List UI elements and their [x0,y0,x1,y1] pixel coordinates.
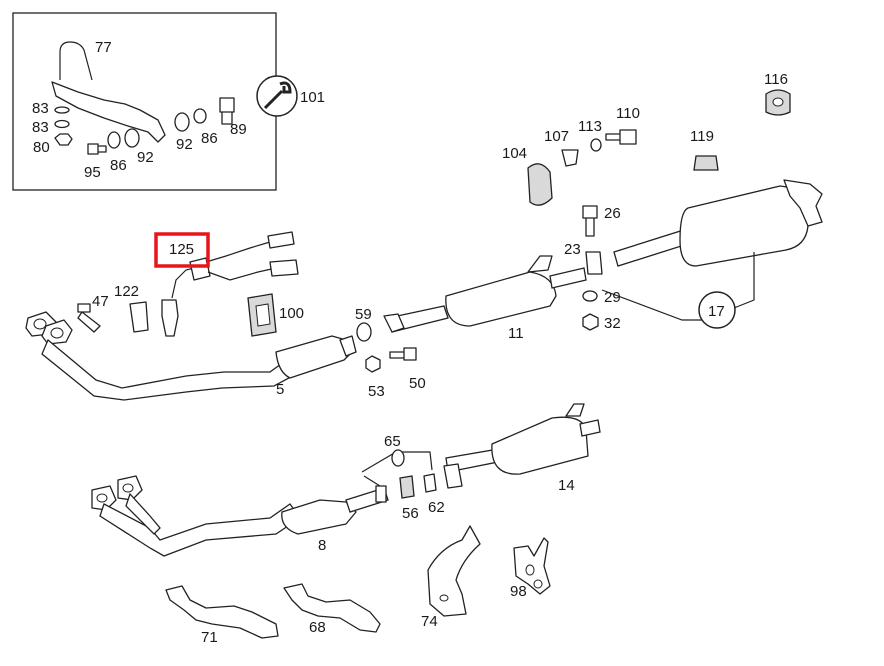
nut-part [582,313,599,331]
clip-part [561,149,579,167]
callout-label[interactable]: 101 [300,89,325,106]
callout-label[interactable]: 23 [564,241,581,258]
lower-exhaust-group [91,403,601,557]
bracket-74-part [427,525,481,617]
callout-label[interactable]: 56 [402,505,419,522]
callout-label-125[interactable]: 125 [169,241,194,258]
callout-label[interactable]: 80 [33,139,50,156]
catalytic-converter-part [281,499,357,535]
callout-label[interactable]: 62 [428,499,445,516]
bolt-part [605,129,637,145]
stud-bolt-part [77,303,101,333]
seal-ring-part [391,449,405,467]
heat-shield-clip-part [129,301,149,333]
callout-label[interactable]: 83 [32,100,49,117]
front-exhaust-pipe-part [41,338,301,401]
washer-part [54,106,70,114]
callout-label[interactable]: 32 [604,315,621,332]
bolt-part [389,347,417,361]
callout-labels: 77 101 83 83 80 95 86 92 92 86 89 116 11… [32,39,788,646]
callout-label[interactable]: 59 [355,306,372,323]
callout-label[interactable]: 8 [318,537,326,554]
callout-label[interactable]: 65 [384,433,401,450]
center-muffler-part [445,271,557,327]
callout-label[interactable]: 26 [604,205,621,222]
center-muffler-part [491,416,589,475]
nut-part [365,355,381,373]
callout-label[interactable]: 110 [616,105,640,122]
center-outlet-pipe [549,267,587,289]
front-exhaust-pipe-part [99,503,301,557]
washer-part [54,119,70,129]
callout-17-circle [698,291,736,329]
callout-label[interactable]: 98 [510,583,527,600]
connector-part [269,259,299,277]
bushing-part [107,131,121,149]
callout-label[interactable]: 11 [508,325,524,342]
oxygen-sensor-harness [189,257,211,281]
callout-label[interactable]: 77 [95,39,112,56]
nut-part [423,473,437,493]
pipe-flange-part [383,313,405,333]
muffler-outlet-part [783,179,823,227]
rear-muffler-group [527,89,823,331]
callout-label[interactable]: 104 [502,145,527,162]
u-clamp-part [59,41,93,81]
callout-label[interactable]: 71 [201,629,218,646]
wrench-icon [263,81,292,110]
nut-part [54,133,73,146]
inset-kit-box [12,12,298,191]
callout-label[interactable]: 113 [578,118,602,135]
bolt-part [582,205,598,237]
highlight-box-125 [154,232,210,268]
callout-label[interactable]: 83 [32,119,49,136]
washer-part [590,138,602,152]
bushing-part [174,112,190,132]
callout-label[interactable]: 86 [110,157,127,174]
callout-label[interactable]: 68 [309,619,326,636]
washer-part [582,290,598,302]
callout-label[interactable]: 119 [690,128,714,145]
brackets-group [165,525,551,639]
callout-label[interactable]: 14 [558,477,575,494]
callout-label[interactable]: 17 [708,303,725,320]
washer-part [193,108,207,124]
clamp-part [399,475,415,499]
pipe-flange-part [443,463,463,489]
hanger-bracket-part [527,163,553,206]
clamp-part [585,251,603,275]
bracket-71-part [165,585,279,639]
center-muffler-group [356,255,587,373]
rear-muffler-part [679,185,809,267]
callout-label[interactable]: 122 [114,283,139,300]
callout-label[interactable]: 86 [201,130,218,147]
connector-part [267,231,295,249]
seal-ring-part [356,322,372,342]
callout-label[interactable]: 95 [84,164,101,181]
callout-label[interactable]: 100 [279,305,304,322]
inset-bracket-part [51,81,166,143]
bolt-part [219,97,235,125]
callout-label[interactable]: 50 [409,375,426,392]
callout-label[interactable]: 89 [230,121,247,138]
callout-label[interactable]: 53 [368,383,385,400]
callout-label[interactable]: 92 [176,136,193,153]
bolt-part [87,143,107,155]
callout-label[interactable]: 47 [92,293,109,310]
oxygen-sensor-part [161,299,179,337]
bracket-68-part [283,583,381,633]
callout-label[interactable]: 5 [276,381,284,398]
callout-label[interactable]: 107 [544,128,569,145]
callout-label[interactable]: 29 [604,289,621,306]
front-pipe-group [25,231,357,401]
bushing-part [124,128,140,148]
callout-label[interactable]: 74 [421,613,438,630]
callout-label[interactable]: 92 [137,149,154,166]
rubber-buffer-part [693,155,719,171]
callout-label[interactable]: 116 [764,71,788,88]
